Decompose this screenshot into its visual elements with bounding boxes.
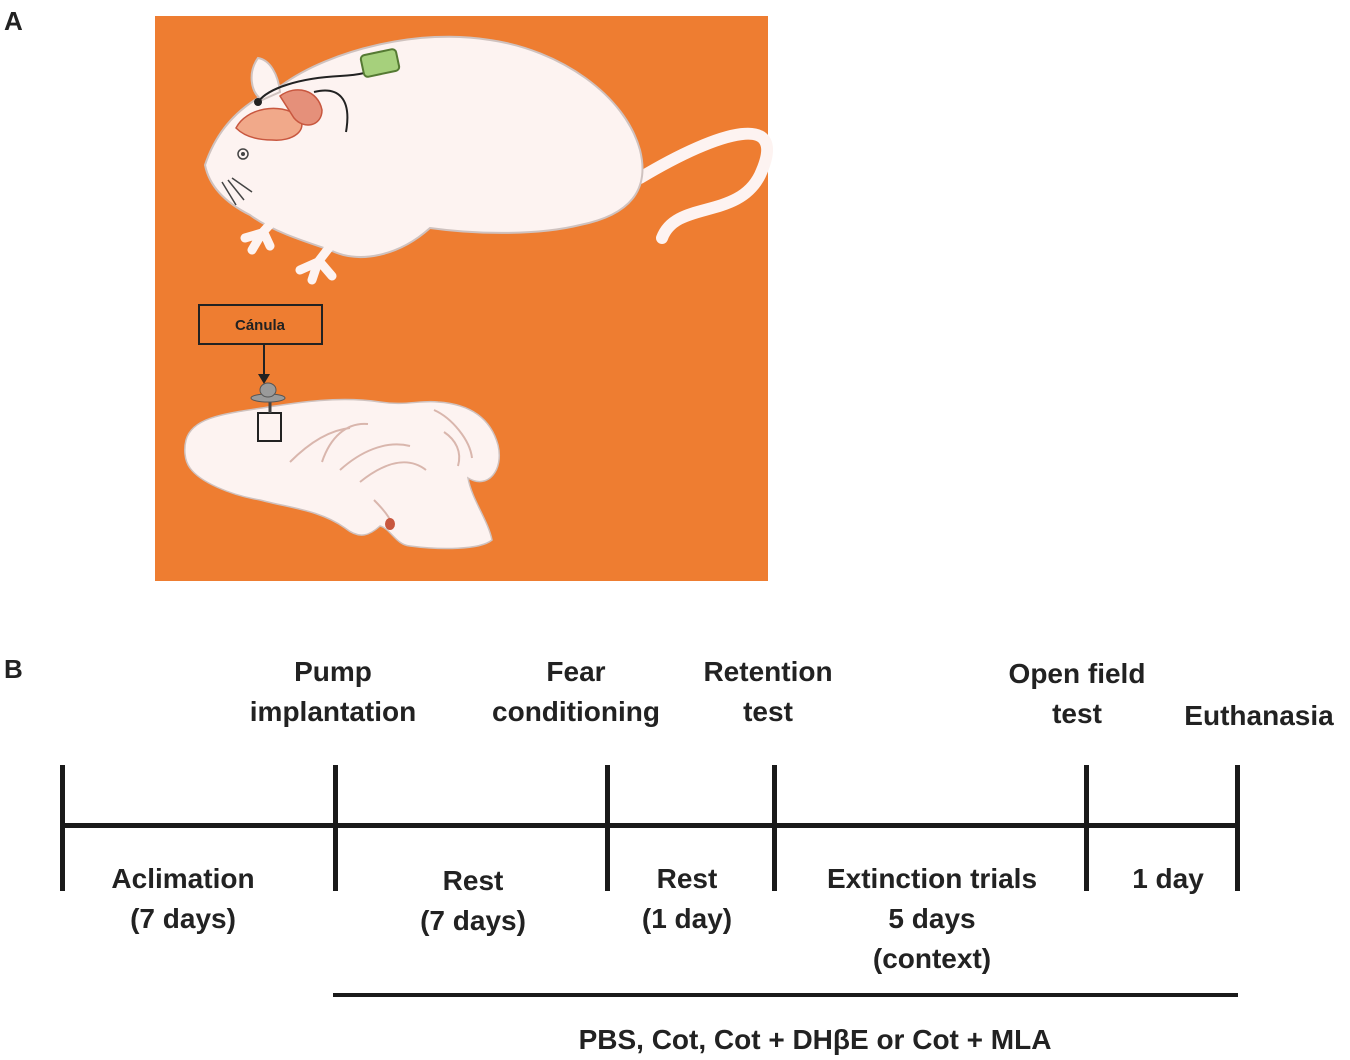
cannula-label: Cánula [235, 317, 286, 334]
tick-retention-test [772, 765, 777, 891]
rat-tail [634, 127, 773, 244]
treatment-label: PBS, Cot, Cot + DHβE or Cot + MLA [578, 1024, 1052, 1055]
event-fear-conditioning: Fear conditioning [492, 656, 660, 727]
tick-fear-conditioning [605, 765, 610, 891]
event-open-field-test: Open field test [1008, 658, 1146, 729]
rat-front-leg-2 [295, 235, 340, 285]
period-aclimation: Aclimation (7 days) [111, 863, 255, 934]
panel-b-label: B [4, 654, 23, 684]
tick-euthanasia [1235, 765, 1240, 891]
event-pump-implantation: Pump implantation [249, 656, 417, 727]
panel-a-label: A [4, 6, 23, 36]
brain-section [184, 398, 500, 550]
period-1-day: 1 day [1132, 863, 1204, 894]
cannula-box [198, 304, 323, 345]
arrow-down-icon [258, 374, 270, 384]
rat-whiskers [221, 177, 253, 206]
period-extinction-trials: Extinction trials 5 days (context) [826, 863, 1038, 974]
osmotic-pump [359, 48, 401, 78]
period-rest-7-days: Rest (7 days) [420, 865, 526, 936]
treatment-bar [333, 993, 1238, 997]
rat-front-leg [240, 200, 293, 255]
rat-brain [235, 89, 323, 141]
event-euthanasia: Euthanasia [1184, 700, 1334, 731]
period-rest-1-day: Rest (1 day) [641, 863, 733, 934]
tick-pump-implantation [333, 765, 338, 891]
cannula-mount-icon [254, 98, 262, 106]
tick-open-field-test [1084, 765, 1089, 891]
timeline-axis [62, 823, 1240, 828]
rat-illustration: Cánula [155, 16, 773, 581]
event-retention-test: Retention test [703, 656, 833, 727]
rat-hind-leg [465, 190, 525, 229]
tick-start [60, 765, 65, 891]
